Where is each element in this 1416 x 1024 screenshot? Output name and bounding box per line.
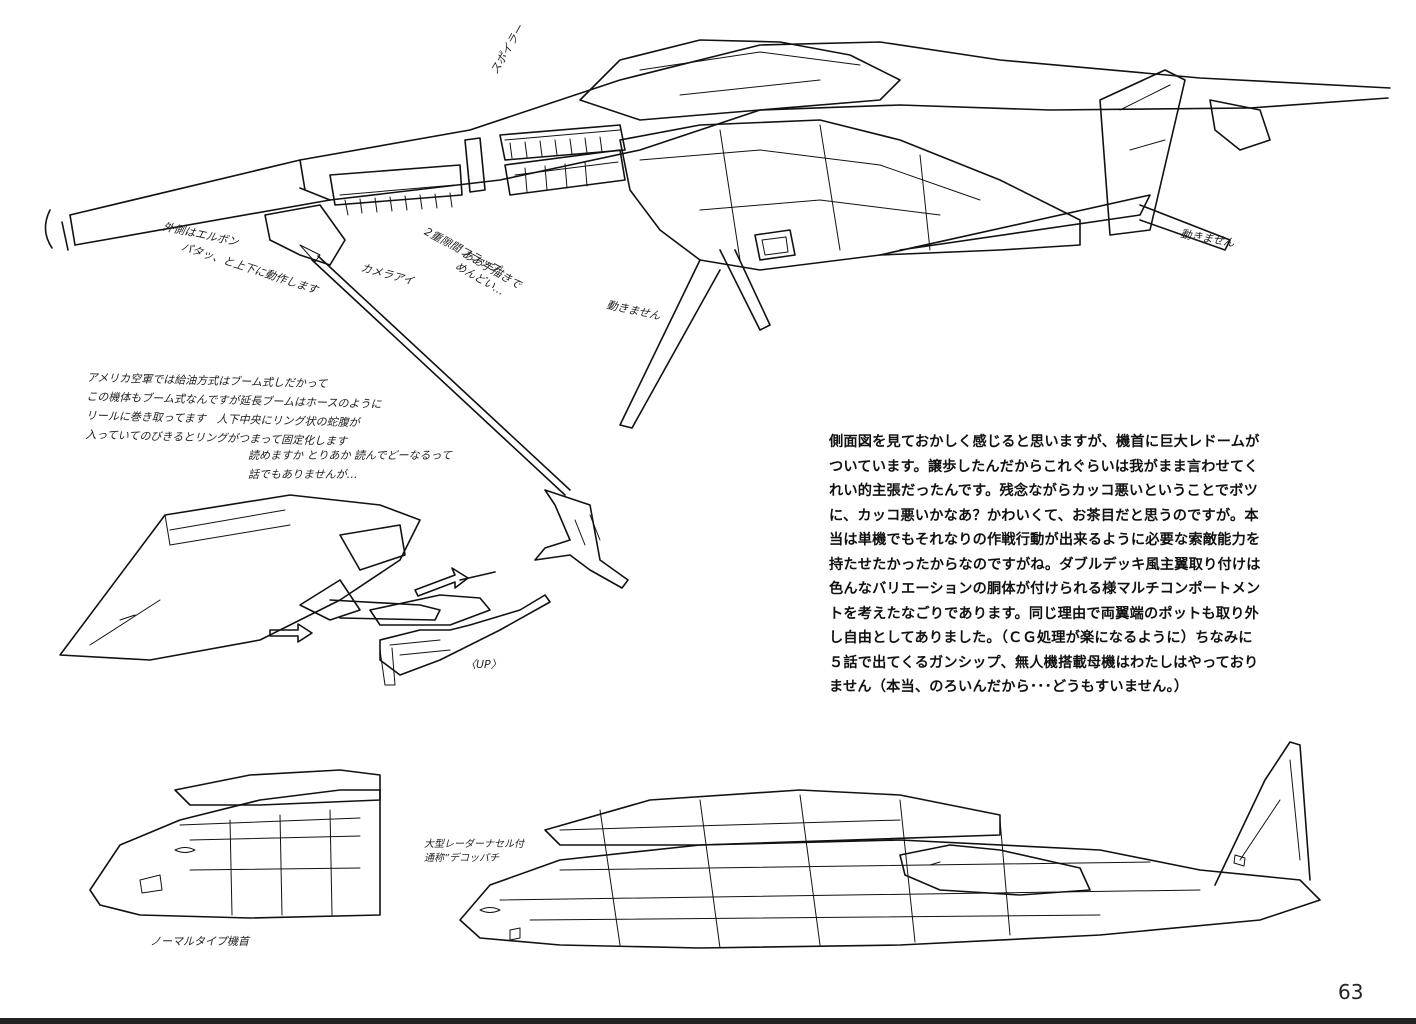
large-radar-side-view — [459, 741, 1321, 949]
scan-edge — [0, 1018, 1416, 1024]
refuel-note: アメリカ空軍では給油方式はブーム式しだかって この機体もブーム式なんですが延長ブ… — [85, 371, 382, 448]
normal-nose-label: ノーマルタイプ機首 — [150, 935, 249, 948]
normal-nose-side-view — [89, 769, 381, 919]
boom-detail-sketch — [59, 494, 551, 686]
up-label: 〈UP〉 — [465, 658, 502, 671]
commentary-paragraph: 側面図を見ておかしく感じると思いますが、機首に巨大レドームが ついています。譲歩… — [829, 434, 1261, 695]
refuel-note-2: 読めますか とりあか 読んでどーなるって 話でもありませんが… — [248, 449, 452, 481]
large-radar-label: 大型レーダーナセル付 通称”デコッパチ — [424, 839, 524, 864]
page-number: 63 — [1338, 980, 1364, 1004]
main-aircraft-perspective — [44, 39, 1391, 589]
